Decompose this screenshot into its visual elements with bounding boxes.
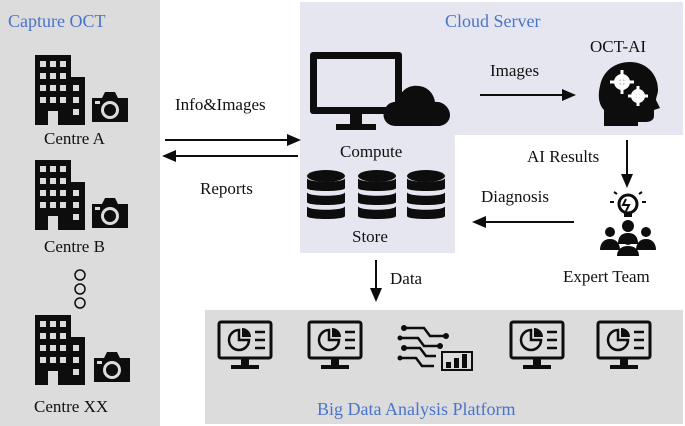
cloud-icon bbox=[383, 85, 450, 126]
centre-xx-label: Centre XX bbox=[34, 397, 109, 416]
camera-icon bbox=[92, 92, 128, 122]
compute-label: Compute bbox=[340, 142, 403, 161]
big-data-platform-title: Big Data Analysis Platform bbox=[317, 399, 516, 419]
database-icon bbox=[358, 170, 396, 219]
building-icon bbox=[35, 315, 85, 385]
data-label: Data bbox=[390, 269, 423, 288]
store-label: Store bbox=[352, 227, 388, 246]
info-images-label: Info&Images bbox=[175, 95, 266, 114]
capture-oct-title: Capture OCT bbox=[8, 11, 106, 31]
reports-label: Reports bbox=[200, 179, 253, 198]
centre-b-label: Centre B bbox=[44, 237, 105, 256]
analytics-monitor-icon bbox=[509, 320, 565, 369]
cloud-server-panel-lower bbox=[300, 135, 455, 253]
expert-team-label: Expert Team bbox=[563, 267, 650, 286]
ai-results-arrow bbox=[621, 140, 633, 188]
analytics-monitor-icon bbox=[217, 320, 273, 369]
diagnosis-label: Diagnosis bbox=[481, 187, 549, 206]
database-icon bbox=[407, 170, 445, 219]
analytics-monitor-icon bbox=[596, 320, 652, 369]
images-label: Images bbox=[490, 61, 540, 80]
expert-team-idea-icon bbox=[600, 191, 656, 256]
camera-icon bbox=[94, 352, 130, 382]
data-circuit-chart-icon bbox=[397, 325, 473, 371]
camera-icon bbox=[92, 198, 128, 228]
analytics-monitor-icon bbox=[307, 320, 363, 369]
data-arrow bbox=[370, 260, 382, 302]
info-images-arrow bbox=[165, 134, 301, 146]
building-icon bbox=[35, 160, 85, 230]
cloud-server-title: Cloud Server bbox=[445, 11, 541, 31]
building-icon bbox=[35, 55, 85, 125]
reports-arrow bbox=[162, 150, 298, 162]
database-icon bbox=[307, 170, 345, 219]
diagnosis-arrow bbox=[472, 216, 574, 228]
ai-brain-head-icon bbox=[598, 62, 660, 126]
oct-ai-label: OCT-AI bbox=[590, 37, 647, 56]
ai-results-label: AI Results bbox=[527, 147, 600, 166]
centre-a-label: Centre A bbox=[44, 129, 105, 148]
big-data-platform-panel bbox=[205, 310, 683, 424]
more-centres-dots-icon bbox=[74, 269, 86, 309]
computer-monitor-icon bbox=[310, 52, 402, 130]
images-arrow bbox=[480, 89, 576, 101]
